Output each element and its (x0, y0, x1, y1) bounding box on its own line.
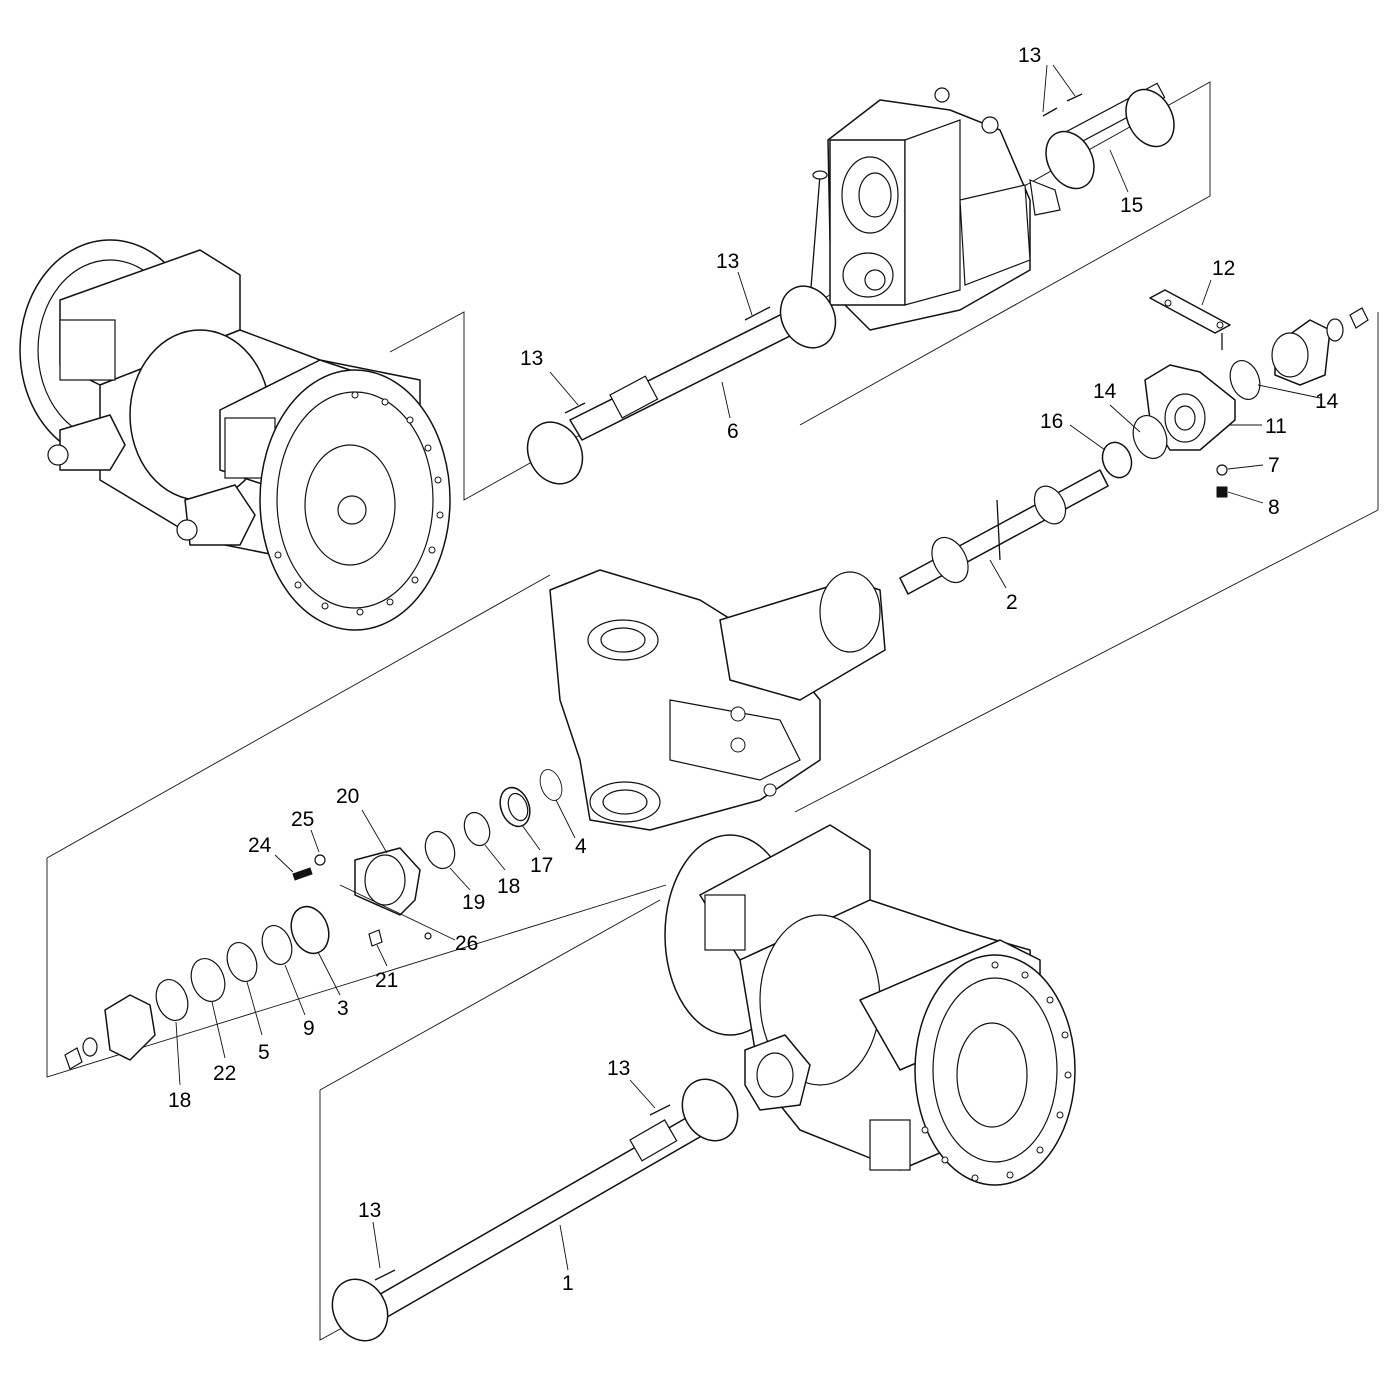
callout-22: 22 (213, 1062, 236, 1085)
callout-11: 11 (1265, 415, 1287, 438)
propshaft-1 (331, 1078, 739, 1342)
callout-13-top: 13 (1018, 44, 1041, 67)
leader-lines (175, 64, 1321, 1271)
propshaft-6 (526, 285, 837, 485)
callout-5: 5 (258, 1041, 270, 1064)
propshaft-15 (1042, 82, 1175, 190)
output-yoke-14 (1229, 307, 1369, 400)
callout-21: 21 (375, 969, 398, 992)
callout-7: 7 (1268, 454, 1280, 477)
bolt-holes-ring (274, 391, 444, 616)
callout-19: 19 (462, 891, 485, 914)
callout-20: 20 (336, 785, 359, 808)
callout-2: 2 (1006, 591, 1018, 614)
callout-18-b: 18 (168, 1089, 191, 1112)
callout-16: 16 (1040, 410, 1063, 433)
seals-and-rings (64, 769, 563, 1070)
callout-14-a: 14 (1093, 380, 1117, 403)
half-shaft-2 (899, 469, 1109, 595)
carrier-bearing-11 (1101, 364, 1236, 498)
callout-15: 15 (1120, 194, 1143, 217)
rear-axle-housing (19, 239, 451, 631)
callout-13-shaft6: 13 (716, 250, 739, 273)
callout-14-b: 14 (1315, 390, 1339, 413)
callout-3: 3 (337, 997, 349, 1020)
group-frame-lines (46, 81, 1379, 1341)
callout-labels: 13 15 13 12 13 14 14 16 11 6 7 8 2 20 25… (168, 44, 1339, 1295)
callout-25: 25 (291, 808, 314, 831)
callout-8: 8 (1268, 496, 1280, 519)
axle-bridge-housing (549, 569, 886, 831)
support-bracket-12 (1149, 289, 1231, 350)
front-axle-housing (664, 824, 1076, 1186)
callout-1: 1 (562, 1272, 574, 1295)
callout-4: 4 (575, 835, 587, 858)
callout-26: 26 (455, 932, 478, 955)
transmission-gearbox (809, 87, 1061, 331)
callout-13-bottom: 13 (358, 1199, 381, 1222)
callout-18-a: 18 (497, 875, 520, 898)
callout-13-shaft1: 13 (607, 1057, 630, 1080)
callout-24: 24 (248, 834, 272, 857)
callout-17: 17 (530, 854, 553, 877)
callout-12: 12 (1212, 257, 1235, 280)
callout-6: 6 (727, 420, 739, 443)
callout-13-left: 13 (520, 347, 543, 370)
bolt-holes-ring-lower (921, 961, 1072, 1182)
callout-9: 9 (303, 1017, 315, 1040)
